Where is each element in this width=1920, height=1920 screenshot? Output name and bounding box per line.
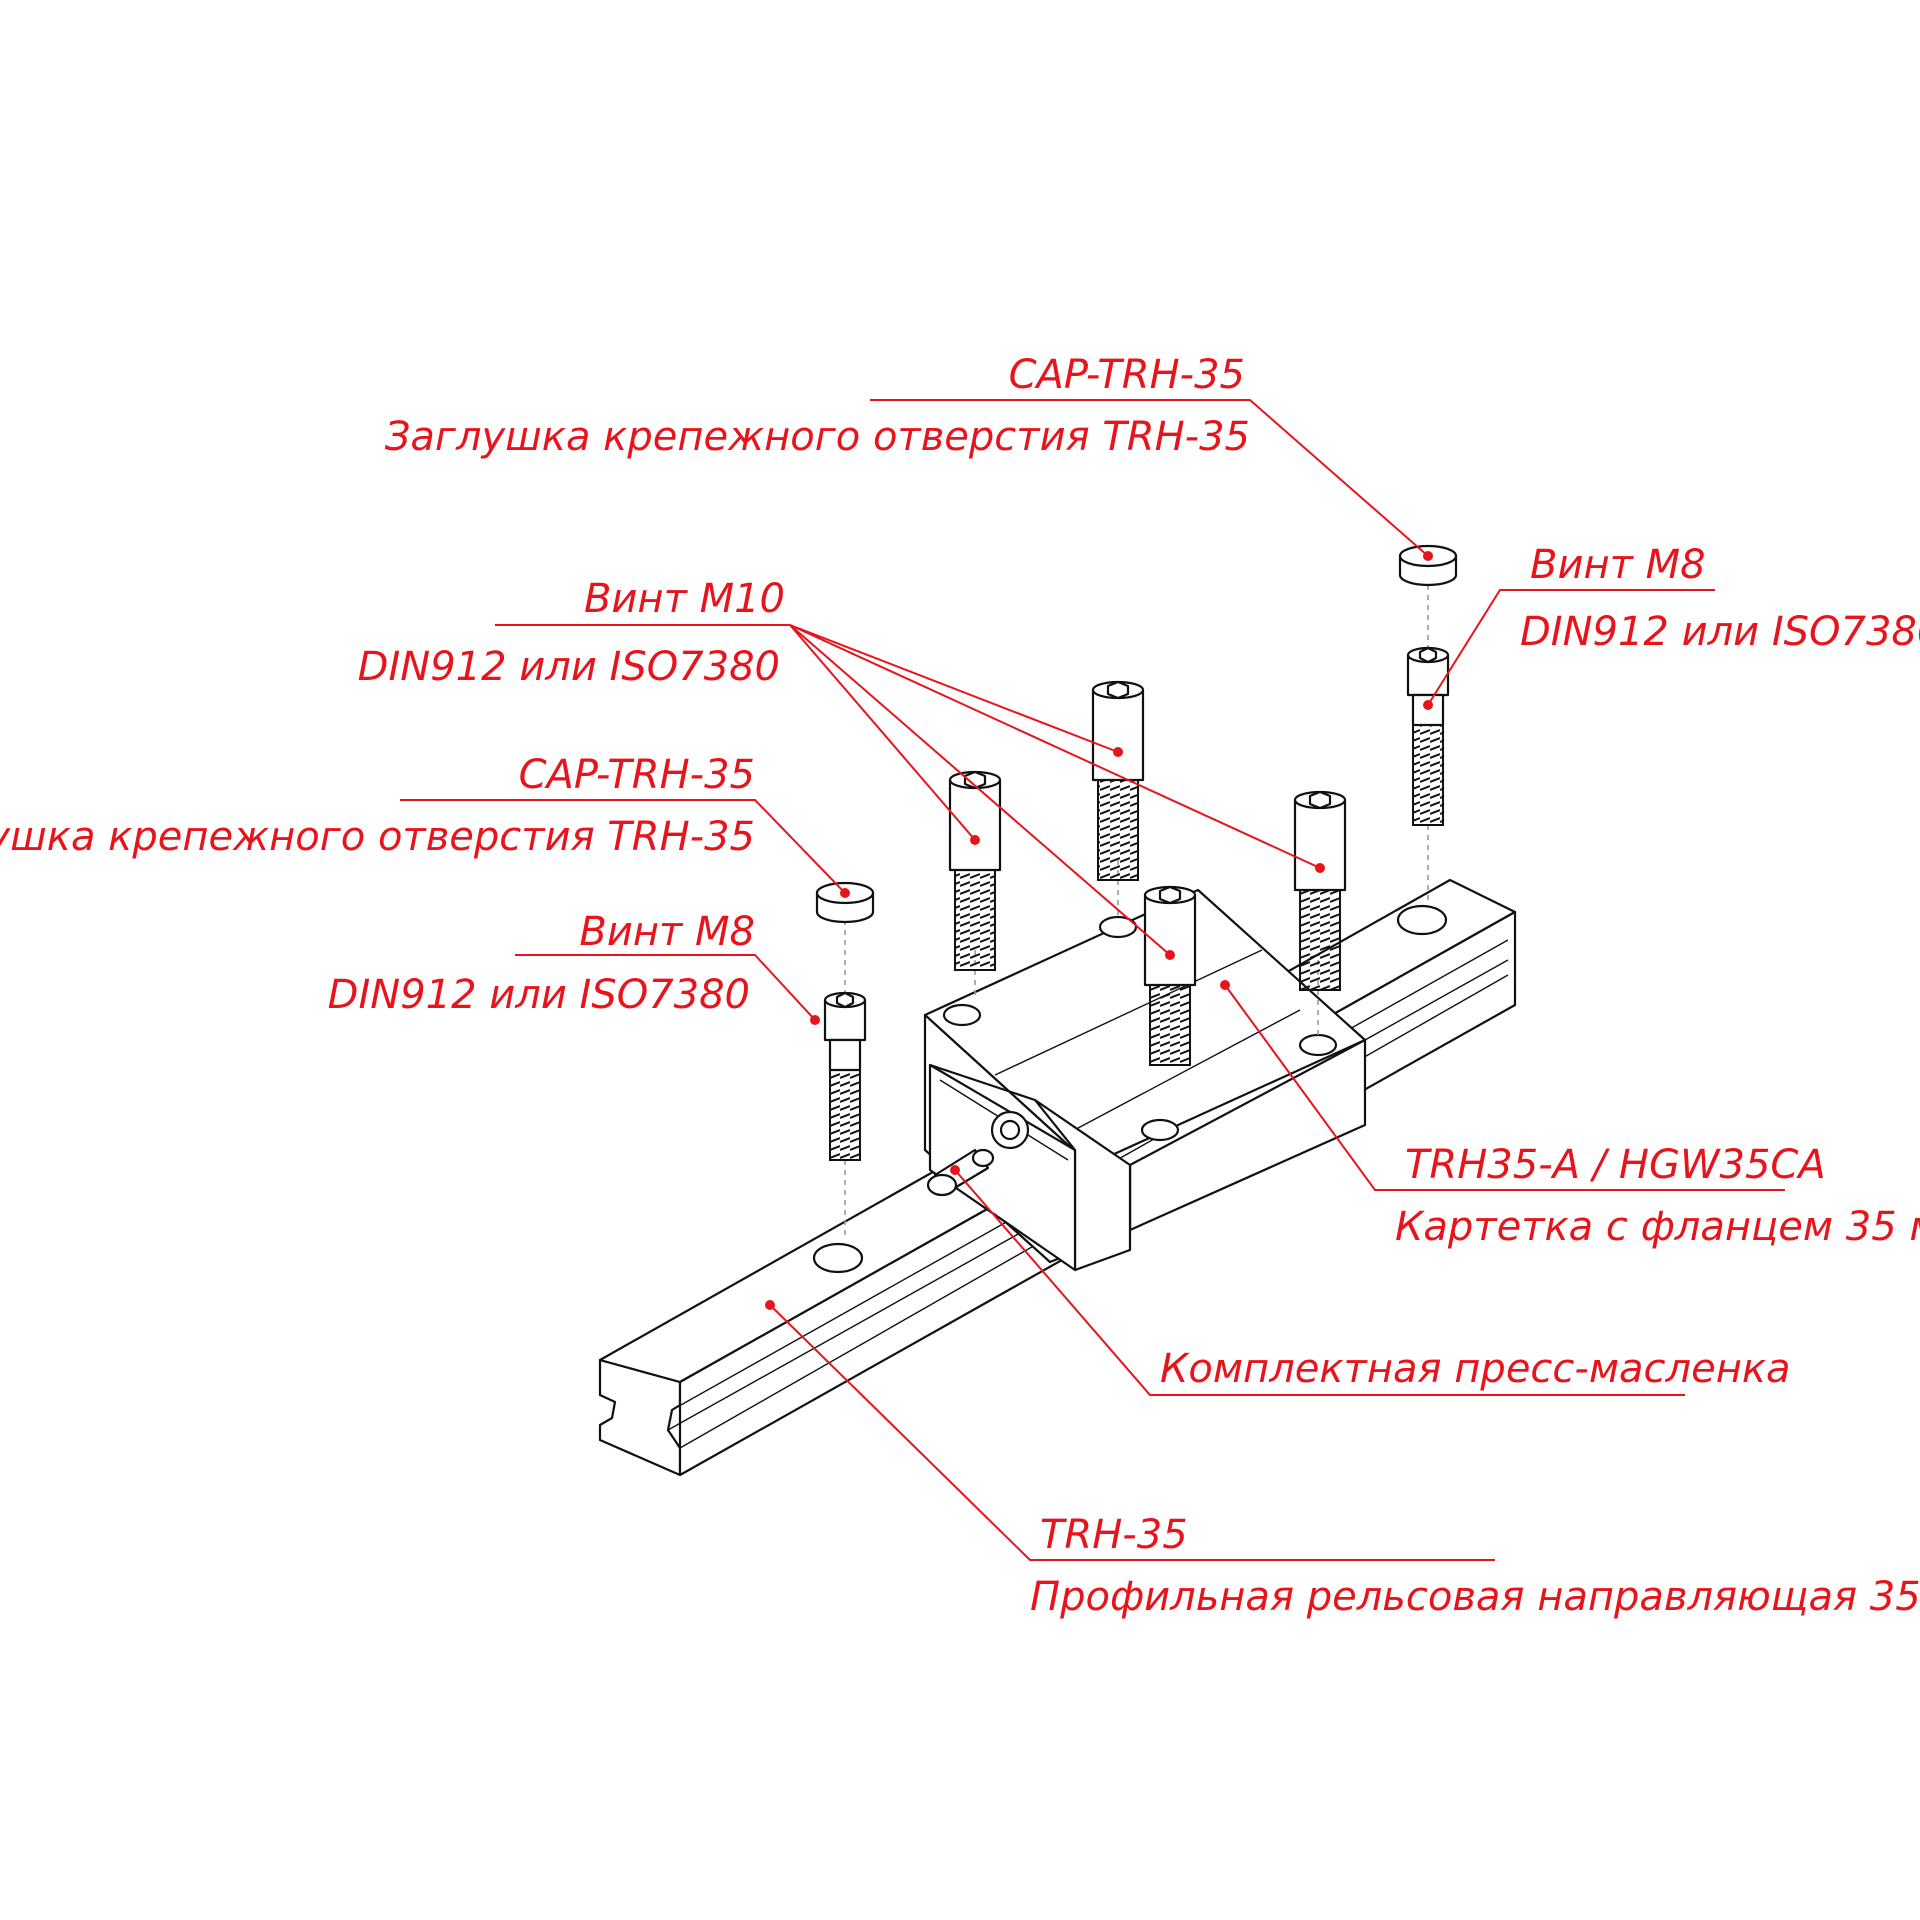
- leader-rail: [769, 1304, 1495, 1561]
- hex-socket-icon: [1158, 885, 1182, 905]
- hex-socket-icon: [835, 991, 855, 1009]
- screw-m10-1: [948, 770, 1002, 971]
- hex-socket-icon: [1308, 790, 1332, 810]
- screw-m10-desc: DIN912 или ISO7380: [358, 644, 780, 690]
- cap-left-desc: Заглушка крепежного отверстия TRH-35: [0, 814, 755, 860]
- leader-dot-icon: [1315, 863, 1325, 873]
- rail-code: TRH-35: [1040, 1512, 1188, 1558]
- carriage-code: TRH35-A / HGW35CA: [1405, 1142, 1826, 1188]
- cap-left: [815, 881, 875, 924]
- rail-desc: Профильная рельсовая направляющая 35 мм: [1030, 1574, 1920, 1620]
- leader-screw-m8-left: [515, 954, 816, 1021]
- screw-m8-left: [823, 991, 867, 1161]
- leader-carriage: [1224, 984, 1785, 1191]
- carriage-hole: [1098, 915, 1138, 939]
- cap-left-code: CAP-TRH-35: [519, 752, 755, 798]
- hex-socket-icon: [1106, 680, 1130, 700]
- cap-top-desc: Заглушка крепежного отверстия TRH-35: [385, 414, 1250, 460]
- grease-nipple-label: Комплектная пресс-масленка: [1160, 1346, 1791, 1392]
- carriage-desc: Картетка с фланцем 35 мм: [1395, 1204, 1920, 1250]
- cap-top-code: CAP-TRH-35: [1009, 352, 1245, 398]
- screw-m8-right-code: Винт М8: [1530, 542, 1706, 588]
- hex-socket-icon: [963, 770, 987, 790]
- screw-m8-right-desc: DIN912 или ISO7380: [1520, 609, 1920, 655]
- leader-screw-m8-right: [1427, 589, 1715, 706]
- leader-dot-icon: [970, 835, 980, 845]
- screw-m10-code: Винт М10: [584, 576, 785, 622]
- leader-dot-icon: [810, 1015, 820, 1025]
- leader-dot-icon: [1423, 551, 1433, 561]
- rail-hole: [812, 1242, 864, 1274]
- screw-m8-left-code: Винт М8: [579, 909, 755, 955]
- screw-m8-right: [1406, 646, 1450, 826]
- leader-cap-top: [870, 399, 1429, 557]
- screw-m8-left-desc: DIN912 или ISO7380: [328, 972, 750, 1018]
- screw-m10-4: [1143, 885, 1197, 1066]
- leader-dot-icon: [1113, 747, 1123, 757]
- grease-nipple-drawing: [926, 1148, 995, 1197]
- rail-hole: [1396, 904, 1448, 936]
- leader-cap-left: [400, 799, 846, 894]
- screw-m10-3: [1293, 790, 1347, 991]
- leader-dot-icon: [765, 1300, 775, 1310]
- carriage-hole: [1298, 1033, 1338, 1057]
- carriage-hole: [1140, 1118, 1180, 1142]
- leader-dot-icon: [1423, 700, 1433, 710]
- carriage-drawing: [923, 888, 1367, 1272]
- leader-dot-icon: [1220, 980, 1230, 990]
- hex-socket-icon: [1418, 646, 1438, 664]
- leader-dot-icon: [840, 888, 850, 898]
- leader-dot-icon: [950, 1165, 960, 1175]
- leader-dot-icon: [1165, 950, 1175, 960]
- carriage-hole: [942, 1003, 982, 1027]
- screw-m10-2: [1091, 680, 1145, 881]
- leader-grease-nipple: [954, 1169, 1685, 1396]
